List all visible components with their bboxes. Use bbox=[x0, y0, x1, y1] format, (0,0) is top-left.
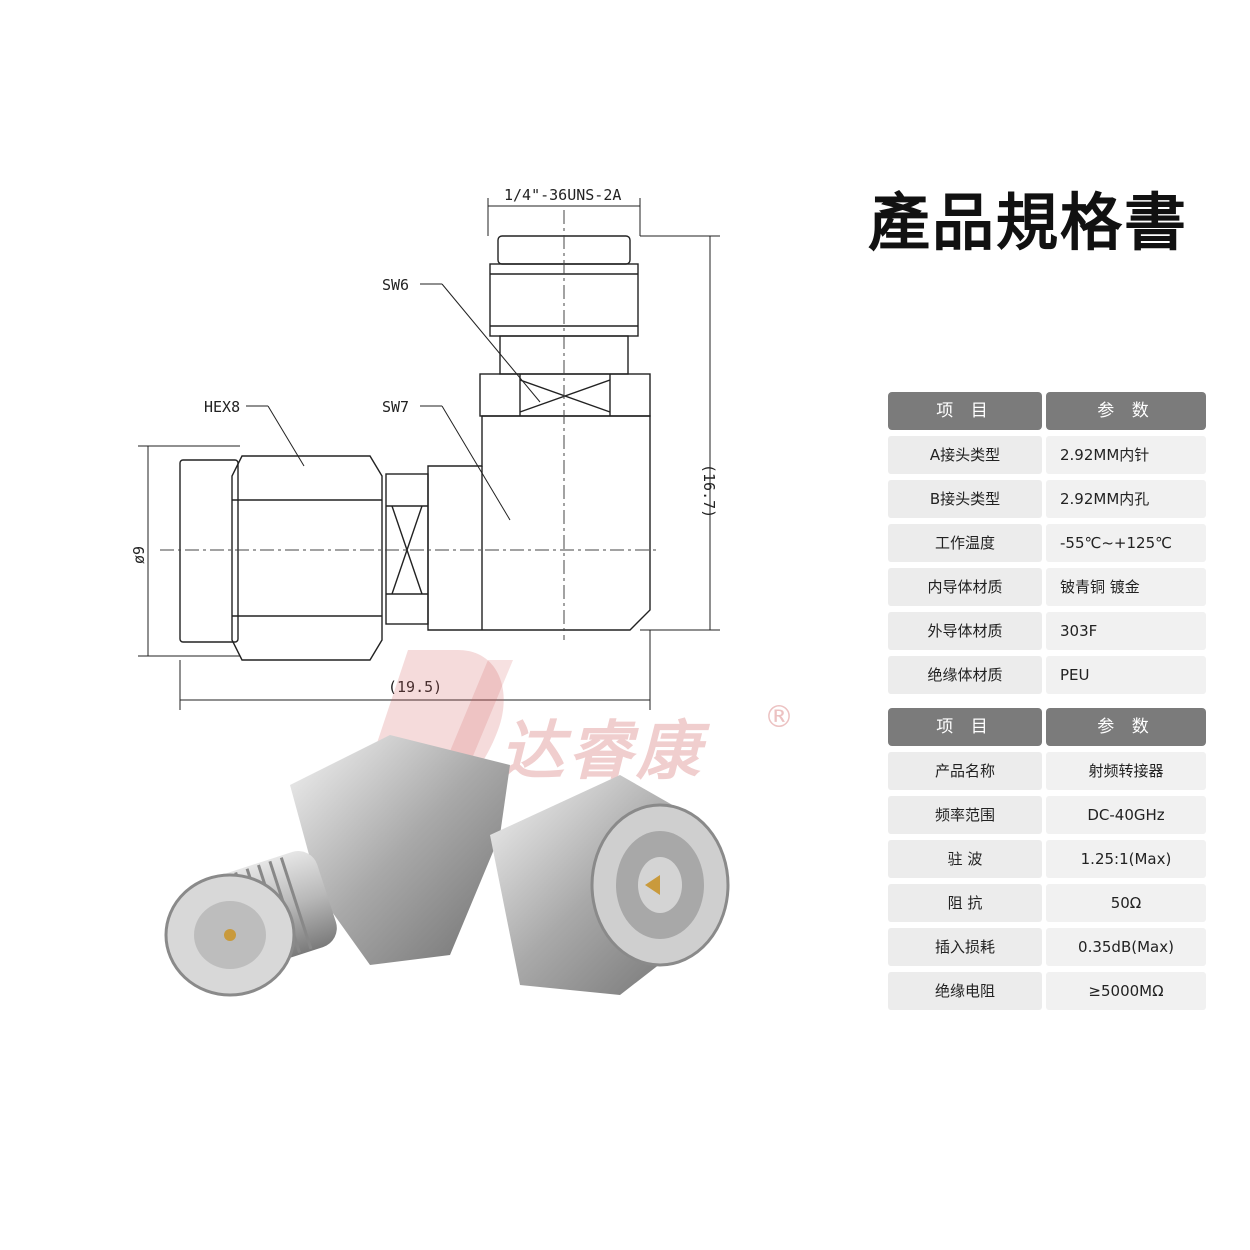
hex8-label: HEX8 bbox=[204, 398, 240, 416]
row-key: 频率范围 bbox=[888, 796, 1042, 834]
table-row: 绝缘体材质 PEU bbox=[888, 656, 1210, 694]
row-value: 2.92MM内孔 bbox=[1046, 480, 1206, 518]
row-value: 0.35dB(Max) bbox=[1046, 928, 1206, 966]
sw6-label: SW6 bbox=[382, 276, 409, 294]
table-row: 插入损耗 0.35dB(Max) bbox=[888, 928, 1210, 966]
header-param: 参 数 bbox=[1046, 708, 1206, 746]
table-row: 阻 抗 50Ω bbox=[888, 884, 1210, 922]
row-value: 50Ω bbox=[1046, 884, 1206, 922]
row-key: 内导体材质 bbox=[888, 568, 1042, 606]
header-item: 项 目 bbox=[888, 708, 1042, 746]
table-row: B接头类型 2.92MM内孔 bbox=[888, 480, 1210, 518]
row-value: 1.25:1(Max) bbox=[1046, 840, 1206, 878]
row-value: DC-40GHz bbox=[1046, 796, 1206, 834]
table-row: 外导体材质 303F bbox=[888, 612, 1210, 650]
row-key: 工作温度 bbox=[888, 524, 1042, 562]
row-key: 插入损耗 bbox=[888, 928, 1042, 966]
brand-watermark-text: 达睿康 bbox=[500, 715, 704, 789]
row-key: 驻 波 bbox=[888, 840, 1042, 878]
row-value: ≥5000MΩ bbox=[1046, 972, 1206, 1010]
row-value: 铍青铜 镀金 bbox=[1046, 568, 1206, 606]
table-row: 绝缘电阻 ≥5000MΩ bbox=[888, 972, 1210, 1010]
row-key: 绝缘电阻 bbox=[888, 972, 1042, 1010]
row-key: B接头类型 bbox=[888, 480, 1042, 518]
page-title: 產品規格書 bbox=[868, 186, 1189, 259]
height-label: (16.7) bbox=[700, 464, 718, 518]
table-row: 工作温度 -55℃~+125℃ bbox=[888, 524, 1210, 562]
table-row: 产品名称 射频转接器 bbox=[888, 752, 1210, 790]
spec-table-2-header: 项 目 参 数 bbox=[888, 708, 1210, 746]
product-photo bbox=[150, 725, 750, 1025]
row-value: 303F bbox=[1046, 612, 1206, 650]
width-label: (19.5) bbox=[388, 678, 442, 696]
row-key: A接头类型 bbox=[888, 436, 1042, 474]
header-param: 参 数 bbox=[1046, 392, 1206, 430]
table-row: 频率范围 DC-40GHz bbox=[888, 796, 1210, 834]
row-key: 阻 抗 bbox=[888, 884, 1042, 922]
row-value: 2.92MM内针 bbox=[1046, 436, 1206, 474]
technical-drawing: 1/4"-36UNS-2A SW6 SW7 HEX8 ø9 (16.7) (19… bbox=[120, 170, 740, 730]
sw7-label: SW7 bbox=[382, 398, 409, 416]
row-key: 外导体材质 bbox=[888, 612, 1042, 650]
row-value: -55℃~+125℃ bbox=[1046, 524, 1206, 562]
spec-table-2: 项 目 参 数 产品名称 射频转接器 频率范围 DC-40GHz 驻 波 1.2… bbox=[888, 708, 1210, 1016]
row-key: 产品名称 bbox=[888, 752, 1042, 790]
table-row: 内导体材质 铍青铜 镀金 bbox=[888, 568, 1210, 606]
spec-table-1-header: 项 目 参 数 bbox=[888, 392, 1210, 430]
spec-table-1: 项 目 参 数 A接头类型 2.92MM内针 B接头类型 2.92MM内孔 工作… bbox=[888, 392, 1210, 700]
row-key: 绝缘体材质 bbox=[888, 656, 1042, 694]
diameter-label: ø9 bbox=[130, 546, 148, 564]
table-row: 驻 波 1.25:1(Max) bbox=[888, 840, 1210, 878]
row-value: PEU bbox=[1046, 656, 1206, 694]
registered-mark: ® bbox=[764, 700, 794, 735]
thread-label: 1/4"-36UNS-2A bbox=[504, 186, 621, 204]
table-row: A接头类型 2.92MM内针 bbox=[888, 436, 1210, 474]
row-value: 射频转接器 bbox=[1046, 752, 1206, 790]
header-item: 项 目 bbox=[888, 392, 1042, 430]
drawing-svg: 1/4"-36UNS-2A SW6 SW7 HEX8 ø9 (16.7) (19… bbox=[130, 186, 720, 710]
